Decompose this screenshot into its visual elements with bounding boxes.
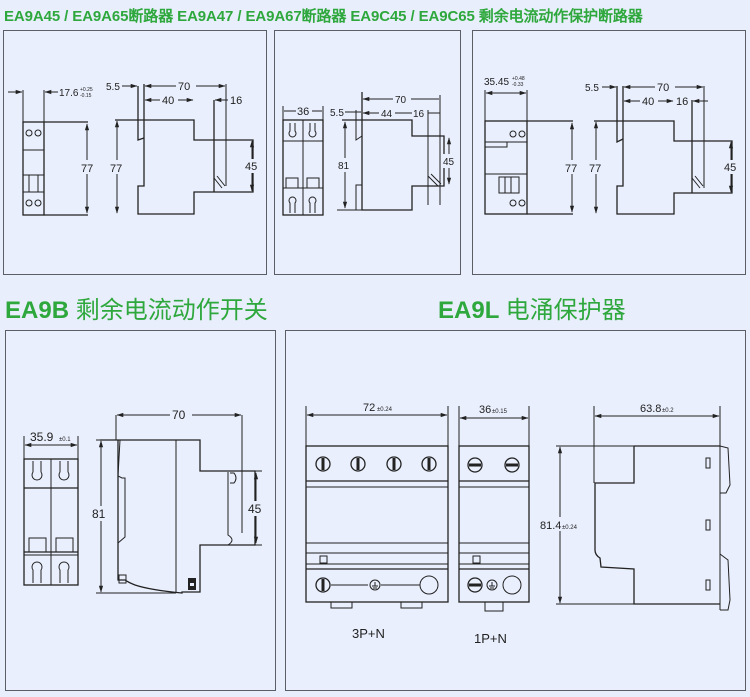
dim-side-height: 81	[338, 161, 350, 172]
dim-side-depth: 70	[178, 81, 190, 93]
panel-ea9b	[5, 330, 276, 691]
dim-side-step: 40	[162, 95, 174, 107]
section-code: EA9L	[438, 297, 499, 324]
dim-side-offset: 5.5	[106, 82, 120, 93]
dim-front-tol: ±0.1	[59, 437, 71, 443]
dim-tol-minus: -0.15	[80, 93, 92, 99]
dim-side-offset: 5.5	[330, 108, 344, 119]
dim-side-depth: 70	[657, 82, 669, 94]
panel-ea9c45	[472, 30, 746, 275]
dim-side-lower: 45	[443, 157, 455, 168]
section-name: 剩余电流动作开关	[75, 297, 268, 324]
dim-front-width: 36	[297, 106, 309, 118]
section-title-ea9b: EA9B 剩余电流动作开关	[5, 290, 268, 325]
dim-side-lower: 45	[724, 162, 736, 174]
dim-height-tol: ±0.24	[562, 525, 578, 531]
dim-width-1p-tol: ±0.15	[492, 409, 508, 415]
dim-height: 81.4	[540, 520, 561, 532]
series-title-line: EA9A45 / EA9A65断路器 EA9A47 / EA9A67断路器 EA…	[4, 8, 643, 25]
dim-tol-plus: +0.25	[80, 87, 93, 93]
dim-width-1p: 36	[479, 404, 491, 416]
dim-depth: 63.8	[640, 403, 661, 415]
drawing-ea9c45: 35.45 +0.48 -0.33 77 77 70 5.5 40 16	[484, 76, 740, 215]
dim-side-step: 40	[642, 96, 654, 108]
section-title-ea9l: EA9L 电涌保护器	[438, 290, 626, 325]
dim-width-3p-tol: ±0.24	[377, 407, 393, 413]
dim-side-depth: 70	[395, 95, 407, 106]
ground-icon	[369, 579, 381, 591]
indicator-window	[502, 575, 522, 595]
panel-ea9a45	[3, 30, 267, 275]
drawing-ea9l: 72 ±0.24 3P+N 36	[305, 402, 731, 646]
dim-side-rear: 16	[230, 95, 242, 107]
front-view-1p-n: 36 ±0.15 1P+N	[458, 404, 530, 646]
section-code: EA9B	[5, 297, 70, 324]
dim-front-height: 77	[565, 163, 577, 175]
ground-icon	[486, 579, 498, 591]
front-view: 36	[282, 104, 324, 216]
dim-side-lower: 45	[245, 161, 257, 173]
dim-side-rear: 16	[676, 96, 688, 108]
front-view-3p-n: 72 ±0.24 3P+N	[305, 402, 449, 641]
dim-tol-plus: +0.48	[512, 76, 525, 82]
dim-front-width: 35.45	[484, 77, 509, 88]
front-view: 17.6 +0.25 -0.15 77	[8, 87, 94, 216]
side-view: 81 70 5.5 44 16 45	[330, 92, 458, 211]
dim-front-width: 35.9	[30, 430, 54, 444]
dim-side-step: 44	[381, 109, 393, 120]
side-view: 70 81 45	[91, 408, 267, 594]
drawing-ea9a45: 17.6 +0.25 -0.15 77 77 70 5.5	[8, 80, 261, 216]
side-view: 77 70 5.5 40 16 45	[585, 81, 740, 215]
panel-ea9a47	[274, 30, 461, 275]
drawing-ea9b: 35.9 ±0.1 70 81 45	[23, 408, 267, 594]
label-3p-n: 3P+N	[352, 626, 385, 641]
drawing-ea9a47: 36 81 70 5.5 44 16	[282, 92, 458, 216]
dim-side-offset: 5.5	[585, 83, 599, 94]
front-view: 35.45 +0.48 -0.33 77	[484, 76, 579, 215]
dim-front-height: 77	[81, 163, 93, 175]
terminal-screw-icons	[467, 457, 520, 593]
dim-width-3p: 72	[363, 402, 375, 414]
dim-side-height: 81	[92, 507, 106, 521]
dim-front-width: 17.6	[59, 88, 79, 99]
dim-depth-tol: ±0.2	[662, 408, 674, 414]
side-view: 81.4 ±0.24 63.8 ±0.2	[538, 403, 731, 611]
front-view: 35.9 ±0.1	[23, 430, 79, 586]
side-view: 77 70 5.5 40 16 45	[106, 80, 261, 215]
dim-tol-minus: -0.33	[512, 82, 524, 88]
dim-side-height: 77	[589, 163, 601, 175]
indicator-window	[419, 575, 439, 595]
section-name: 电涌保护器	[505, 297, 626, 324]
dim-side-lower: 45	[248, 502, 262, 516]
dim-side-height: 77	[110, 163, 122, 175]
panel-ea9l	[285, 330, 746, 691]
terminal-screw-icons	[315, 456, 437, 593]
label-1p-n: 1P+N	[474, 631, 507, 646]
dim-side-depth: 70	[172, 408, 186, 422]
dim-side-rear: 16	[413, 109, 425, 120]
